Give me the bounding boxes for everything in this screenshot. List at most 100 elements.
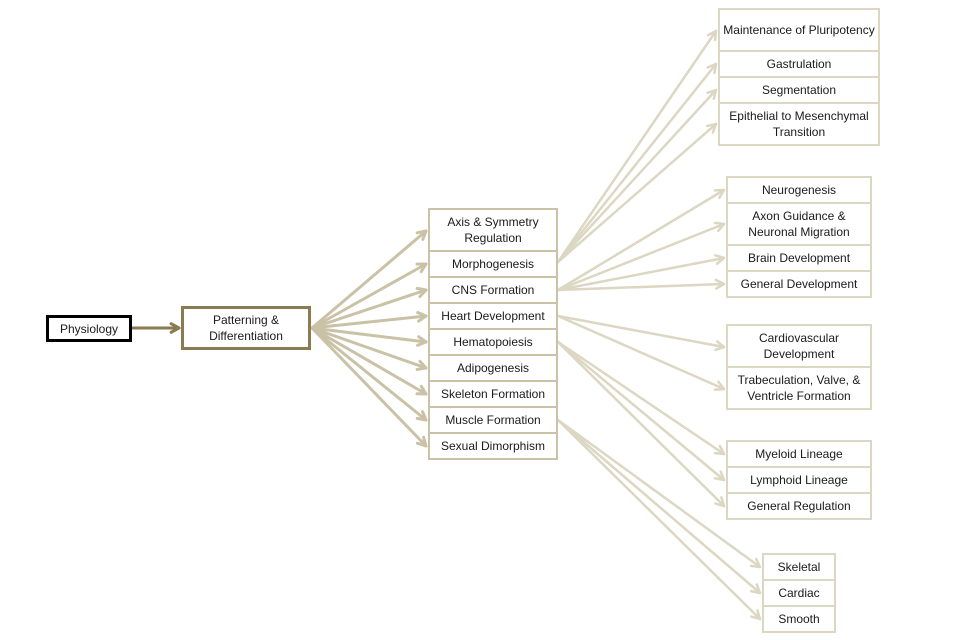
arrow-cns-to-sub-1 xyxy=(556,222,726,292)
category-label: Muscle Formation xyxy=(445,413,541,427)
arrow-mid-to-category-2 xyxy=(310,288,428,330)
category-sexual-dimorphism: Sexual Dimorphism xyxy=(428,432,558,460)
arrow-root-to-mid-head xyxy=(169,322,181,334)
arrow-hemato-to-sub-2-head xyxy=(714,496,726,508)
subcategory-segmentation: Segmentation xyxy=(718,76,880,104)
arrow-axis-to-sub-2-head xyxy=(706,88,718,100)
subcategory-label: Trabeculation, Valve, & Ventricle Format… xyxy=(737,373,861,403)
arrow-heart-to-sub-1 xyxy=(556,314,726,391)
arrow-axis-to-sub-0 xyxy=(556,29,718,264)
category-label: Heart Development xyxy=(441,309,545,323)
category-label: CNS Formation xyxy=(451,283,535,297)
arrow-cns-to-sub-2-head xyxy=(714,254,726,265)
arrow-hemato-to-sub-2 xyxy=(556,340,726,508)
subcategory-axon-guidance: Axon Guidance & Neuronal Migration xyxy=(726,202,872,246)
arrow-mid-to-category-3 xyxy=(310,314,428,330)
subcategory-maintenance-of-pluripotency: Maintenance of Pluripotency xyxy=(718,8,880,52)
subcategory-label: Epithelial to Mesenchymal Transition xyxy=(729,109,869,139)
subcategory-label: Lymphoid Lineage xyxy=(750,473,848,487)
arrow-cns-to-sub-1-head xyxy=(713,221,726,233)
arrow-mid-to-category-5 xyxy=(310,326,428,370)
arrow-mid-to-category-1-head xyxy=(415,262,428,274)
subcategory-label: Myeloid Lineage xyxy=(755,447,843,461)
category-heart-development: Heart Development xyxy=(428,302,558,330)
arrow-cns-to-sub-0 xyxy=(556,188,726,292)
arrow-mid-to-category-1 xyxy=(310,262,428,330)
category-hematopoiesis: Hematopoiesis xyxy=(428,328,558,356)
arrow-mid-to-category-6 xyxy=(310,326,428,396)
arrow-muscle-to-sub-1 xyxy=(556,418,762,595)
node-patterning-differentiation: Patterning & Differentiation xyxy=(181,306,311,350)
arrow-hemato-to-sub-1-head xyxy=(713,470,726,482)
category-label: Adipogenesis xyxy=(456,361,530,375)
subcategory-label: Segmentation xyxy=(761,83,837,97)
subcategory-emt: Epithelial to Mesenchymal Transition xyxy=(718,102,880,146)
category-skeleton-formation: Skeleton Formation xyxy=(428,380,558,408)
category-label: Morphogenesis xyxy=(451,257,535,271)
mid-node-label: Patterning & Differentiation xyxy=(209,313,283,343)
arrow-axis-to-sub-0-head xyxy=(706,29,718,42)
subcategory-label: Gastrulation xyxy=(766,57,832,71)
category-morphogenesis: Morphogenesis xyxy=(428,250,558,278)
arrow-axis-to-sub-3-head xyxy=(705,122,718,134)
arrow-heart-to-sub-1-head xyxy=(713,380,726,392)
arrow-cns-to-sub-2 xyxy=(556,256,726,292)
arrow-cns-to-sub-3-head xyxy=(714,278,726,290)
arrow-hemato-to-sub-0-head xyxy=(713,444,726,456)
arrow-cns-to-sub-3 xyxy=(556,282,726,292)
subcategory-general-development: General Development xyxy=(726,270,872,298)
subcategory-cardiac: Cardiac xyxy=(762,579,836,607)
arrow-muscle-to-sub-0-head xyxy=(749,557,762,569)
arrow-axis-to-sub-1 xyxy=(556,62,718,264)
arrow-heart-to-sub-0-head xyxy=(714,340,726,352)
arrow-axis-to-sub-3 xyxy=(556,122,718,264)
subcategory-label: General Regulation xyxy=(747,499,851,513)
arrow-mid-to-category-7 xyxy=(310,326,428,422)
category-axis-symmetry: Axis & Symmetry Regulation xyxy=(428,208,558,252)
arrow-muscle-to-sub-0 xyxy=(556,418,762,569)
category-label: Axis & Symmetry Regulation xyxy=(447,215,539,245)
subcategory-label: Neurogenesis xyxy=(761,183,837,197)
arrow-mid-to-category-8 xyxy=(310,326,428,448)
subcategory-myeloid-lineage: Myeloid Lineage xyxy=(726,440,872,468)
category-label: Hematopoiesis xyxy=(453,335,533,349)
subcategory-trabeculation: Trabeculation, Valve, & Ventricle Format… xyxy=(726,366,872,410)
arrow-mid-to-category-2-head xyxy=(415,286,428,299)
arrow-mid-to-category-4-head xyxy=(416,335,428,347)
root-node-physiology: Physiology xyxy=(46,315,132,342)
arrow-muscle-to-sub-2 xyxy=(556,418,762,621)
subcategory-gastrulation: Gastrulation xyxy=(718,50,880,78)
arrow-mid-to-category-6-head xyxy=(415,384,428,396)
arrow-hemato-to-sub-1 xyxy=(556,340,726,482)
arrow-mid-to-category-5-head xyxy=(415,359,428,371)
subcategory-lymphoid-lineage: Lymphoid Lineage xyxy=(726,466,872,494)
subcategory-brain-development: Brain Development xyxy=(726,244,872,272)
category-adipogenesis: Adipogenesis xyxy=(428,354,558,382)
subcategory-label: Axon Guidance & Neuronal Migration xyxy=(748,209,850,239)
category-label: Skeleton Formation xyxy=(440,387,546,401)
arrow-axis-to-sub-2 xyxy=(556,88,718,264)
subcategory-general-regulation: General Regulation xyxy=(726,492,872,520)
arrow-hemato-to-sub-0 xyxy=(556,340,726,456)
arrow-heart-to-sub-0 xyxy=(556,314,726,349)
category-cns-formation: CNS Formation xyxy=(428,276,558,304)
subcategory-skeletal: Skeletal xyxy=(762,553,836,581)
arrow-mid-to-category-3-head xyxy=(416,311,428,323)
subcategory-label: General Development xyxy=(740,277,858,291)
arrow-mid-to-category-0 xyxy=(310,229,428,330)
subcategory-label: Cardiovascular Development xyxy=(758,331,840,361)
arrow-mid-to-category-8-head xyxy=(415,435,428,448)
arrow-muscle-to-sub-1-head xyxy=(749,583,762,595)
subcategory-label: Maintenance of Pluripotency xyxy=(723,23,875,37)
arrow-muscle-to-sub-2-head xyxy=(750,609,762,621)
arrow-mid-to-category-7-head xyxy=(415,410,428,422)
category-muscle-formation: Muscle Formation xyxy=(428,406,558,434)
subcategory-label: Brain Development xyxy=(747,251,851,265)
subcategory-label: Smooth xyxy=(778,612,820,626)
subcategory-label: Skeletal xyxy=(777,560,821,574)
subcategory-smooth: Smooth xyxy=(762,605,836,633)
arrow-mid-to-category-4 xyxy=(310,326,428,344)
category-label: Sexual Dimorphism xyxy=(440,439,546,453)
root-node-label: Physiology xyxy=(59,321,119,336)
